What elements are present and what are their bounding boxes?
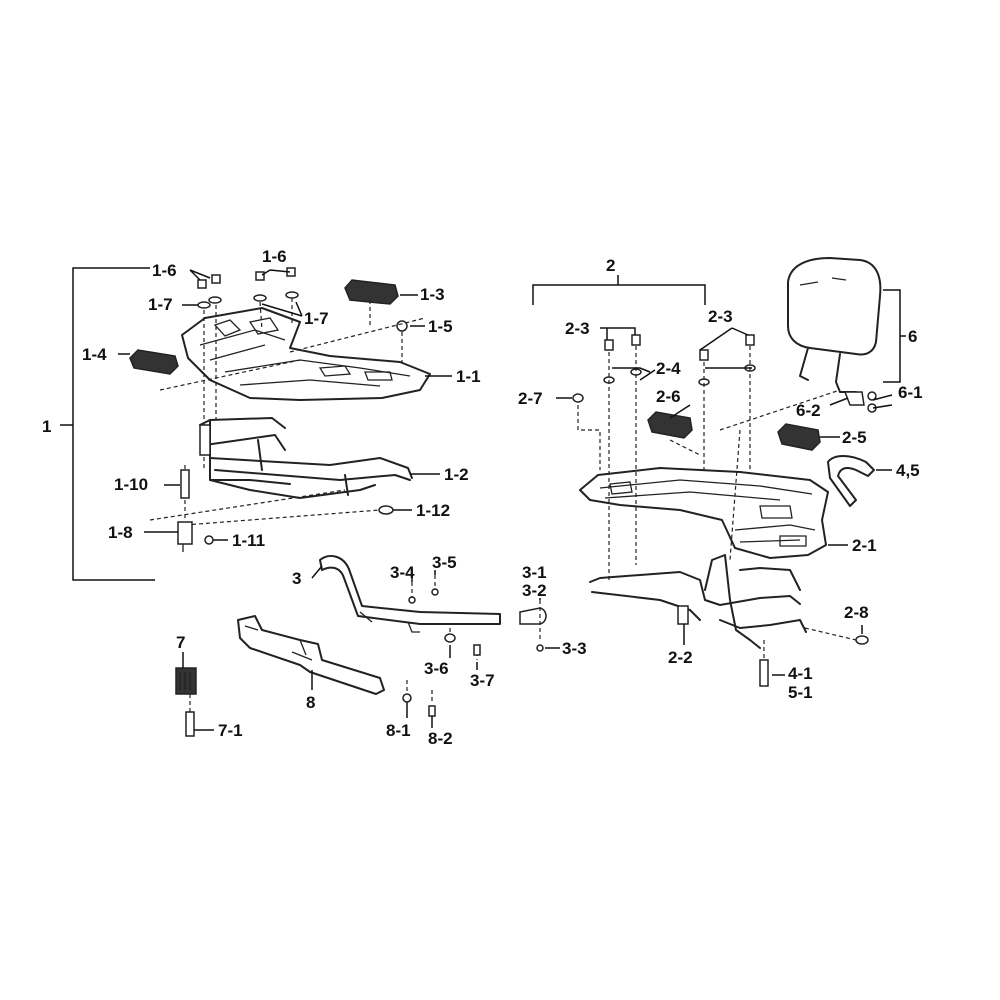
group-6-bracket xyxy=(883,289,906,383)
label-1-7-right: 1-7 xyxy=(304,309,329,328)
label-1-12: 1-12 xyxy=(416,501,450,520)
label-3: 3 xyxy=(292,569,301,588)
label-3-4: 3-4 xyxy=(390,563,415,582)
part-1-10-pin xyxy=(180,469,190,499)
label-7-1: 7-1 xyxy=(218,721,243,740)
label-1-10: 1-10 xyxy=(114,475,148,494)
part-3-grab-handle xyxy=(319,555,501,633)
label-1-7-left: 1-7 xyxy=(148,295,173,314)
label-4-1: 4-1 xyxy=(788,664,813,683)
label-1-4: 1-4 xyxy=(82,345,107,364)
label-1-6-left: 1-6 xyxy=(152,261,177,280)
leader-lines xyxy=(118,269,893,731)
part-2-2-frame xyxy=(589,554,807,649)
part-2-6-pad xyxy=(647,411,693,439)
part-1-11-nut xyxy=(204,535,214,545)
label-2-3-right: 2-3 xyxy=(708,307,733,326)
label-2-2: 2-2 xyxy=(668,648,693,667)
part-6-backrest xyxy=(787,257,882,393)
part-1-1-rear-rack-top xyxy=(181,307,431,401)
part-8-mount-bracket xyxy=(237,615,385,695)
group-2-bracket xyxy=(532,275,706,305)
part-1-6-bolts xyxy=(197,267,408,332)
label-2-3-left: 2-3 xyxy=(565,319,590,338)
label-1-6-right: 1-6 xyxy=(262,247,287,266)
label-3-7: 3-7 xyxy=(470,671,495,690)
label-3-2: 3-2 xyxy=(522,581,547,600)
label-2: 2 xyxy=(606,256,615,275)
label-1-5: 1-5 xyxy=(428,317,453,336)
group-2-dashed-guides xyxy=(577,346,841,580)
label-2-7: 2-7 xyxy=(518,389,543,408)
part-1-4-rubber-pad xyxy=(129,349,179,375)
label-3-3: 3-3 xyxy=(562,639,587,658)
label-3-5: 3-5 xyxy=(432,553,457,572)
label-2-8: 2-8 xyxy=(844,603,869,622)
part-3-1-3-2-end-cap xyxy=(519,607,547,625)
label-2-6: 2-6 xyxy=(656,387,681,406)
part-1-3-rubber-pad xyxy=(344,279,399,305)
callout-labels: 1 1-6 1-6 1-7 1-7 1-3 1-4 1-5 1-1 1-2 1-… xyxy=(42,247,923,748)
label-6: 6 xyxy=(908,327,917,346)
label-6-1: 6-1 xyxy=(898,383,923,402)
label-6-2: 6-2 xyxy=(796,401,821,420)
label-2-5: 2-5 xyxy=(842,428,867,447)
group-1-bracket xyxy=(60,267,155,581)
part-7-reflector xyxy=(175,667,197,695)
part-7-1-bolt xyxy=(185,694,195,737)
label-1-2: 1-2 xyxy=(444,465,469,484)
label-2-4: 2-4 xyxy=(656,359,681,378)
part-4-5-handle xyxy=(827,455,875,507)
group-3-small-parts xyxy=(408,575,544,660)
label-8-2: 8-2 xyxy=(428,729,453,748)
label-4-5: 4,5 xyxy=(896,461,920,480)
label-8: 8 xyxy=(306,693,315,712)
label-1-3: 1-3 xyxy=(420,285,445,304)
part-2-5-pad xyxy=(777,423,821,451)
label-3-6: 3-6 xyxy=(424,659,449,678)
part-2-1-rack-top xyxy=(579,467,829,559)
part-6-1-6-2-hardware xyxy=(843,391,877,413)
part-4-1-5-1-bolt xyxy=(759,640,769,687)
label-1-1: 1-1 xyxy=(456,367,481,386)
part-1-12-bolt xyxy=(378,505,394,515)
label-3-1: 3-1 xyxy=(522,563,547,582)
label-8-1: 8-1 xyxy=(386,721,411,740)
part-2-8-bolt xyxy=(804,627,869,645)
label-1-11: 1-11 xyxy=(232,531,265,550)
label-1: 1 xyxy=(42,417,51,436)
label-5-1: 5-1 xyxy=(788,683,813,702)
label-1-8: 1-8 xyxy=(108,523,133,542)
part-8-1-8-2-fasteners xyxy=(402,680,436,717)
label-2-1: 2-1 xyxy=(852,536,877,555)
label-7: 7 xyxy=(176,633,185,652)
group-2-bolts xyxy=(572,334,756,403)
part-1-2-rack-frame xyxy=(199,417,413,499)
part-1-8-bracket xyxy=(177,521,193,552)
